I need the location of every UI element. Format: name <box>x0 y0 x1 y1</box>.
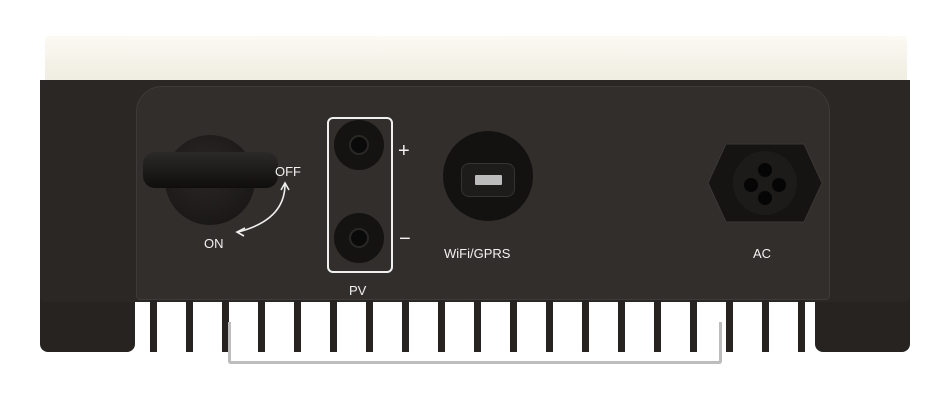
mounting-bracket <box>228 322 722 364</box>
heat-sink-fin <box>618 300 625 352</box>
heat-sink-fin <box>438 300 445 352</box>
pv-plus-label: + <box>398 140 410 162</box>
heat-sink-fin <box>366 300 373 352</box>
pv-minus-label: − <box>399 228 411 250</box>
dc-switch-handle[interactable] <box>143 152 278 188</box>
pv-group-frame <box>327 117 393 273</box>
heat-sink-fin <box>690 300 697 352</box>
heat-sink-fin <box>402 300 409 352</box>
ac-label: AC <box>753 246 772 261</box>
heat-sink-fin <box>726 300 733 352</box>
heat-sink-fin <box>474 300 481 352</box>
pv-negative-connector[interactable] <box>334 213 384 263</box>
inverter-lid <box>45 36 907 82</box>
usb-icon <box>461 163 515 197</box>
rotation-arrow-icon <box>235 181 290 237</box>
heat-sink-fin <box>150 300 157 352</box>
pv-label: PV <box>349 283 367 298</box>
heat-sink-fin <box>222 300 229 352</box>
heat-sink-fin <box>546 300 553 352</box>
heat-sink-fin <box>762 300 769 352</box>
ac-connector[interactable] <box>706 140 824 226</box>
heat-sink-fin <box>582 300 589 352</box>
switch-on-label: ON <box>204 236 224 251</box>
heat-sink-fin <box>654 300 661 352</box>
heat-sink-fin <box>510 300 517 352</box>
heat-sink-fin <box>330 300 337 352</box>
wifi-gprs-label: WiFi/GPRS <box>444 246 511 261</box>
heat-sink-fin <box>258 300 265 352</box>
heat-sink-fin <box>186 300 193 352</box>
heat-sink-fin <box>294 300 301 352</box>
switch-off-label: OFF <box>275 164 301 179</box>
heat-sink-fin <box>798 300 805 352</box>
pv-positive-connector[interactable] <box>334 120 384 170</box>
